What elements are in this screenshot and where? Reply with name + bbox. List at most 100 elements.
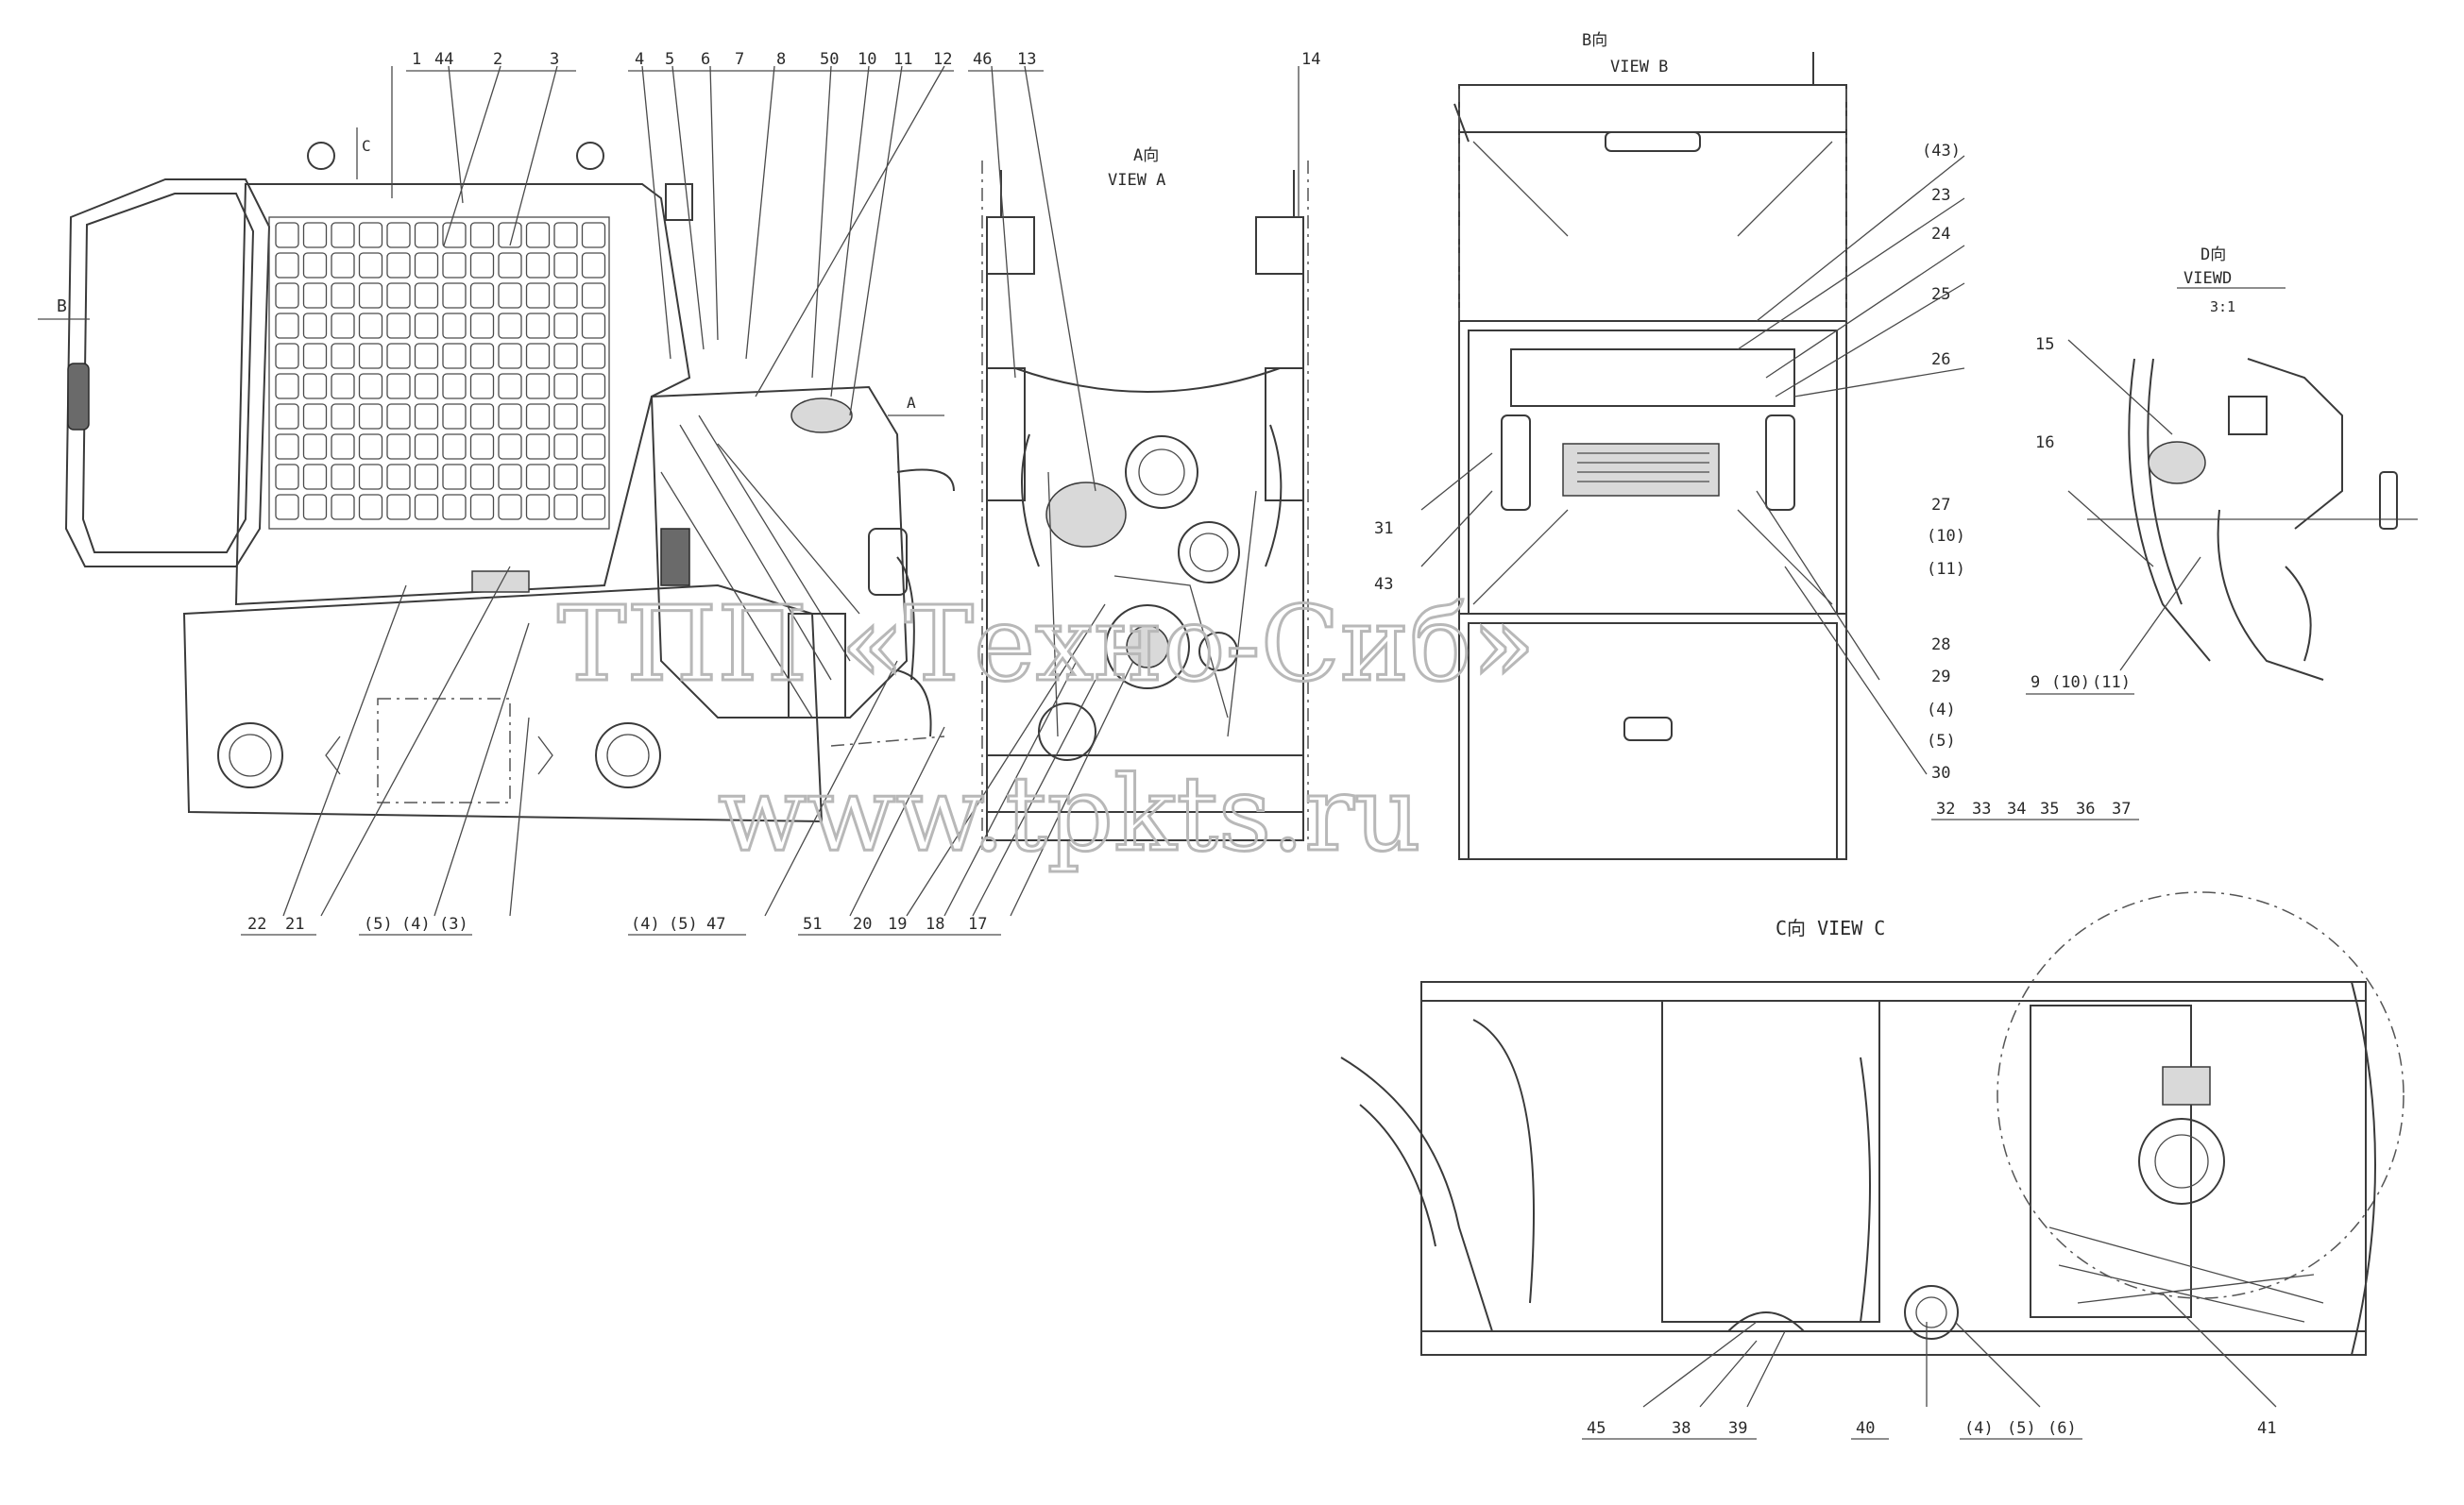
window-grid-cell — [553, 282, 578, 309]
callout-36: 36 — [2076, 800, 2095, 819]
window-grid-cell — [331, 403, 355, 430]
window-grid-cell — [275, 373, 299, 399]
window-grid-cell — [358, 282, 383, 309]
window-grid-cell — [386, 252, 411, 279]
callout-39: 39 — [1728, 1419, 1747, 1438]
window-grid-cell — [581, 494, 606, 520]
window-grid-cell — [469, 464, 495, 490]
view-a-title-en: VIEW A — [1108, 171, 1165, 190]
callout-3-paren-c: (3) — [439, 915, 468, 934]
window-grid-cell — [414, 222, 439, 248]
window-grid-cell — [498, 313, 522, 339]
window-grid-cell — [498, 403, 522, 430]
window-grid-cell — [302, 252, 328, 279]
window-grid-cell — [553, 252, 578, 279]
window-grid-cell — [275, 252, 299, 279]
view-marker-b: B — [57, 296, 67, 316]
window-grid-cell — [358, 252, 383, 279]
window-grid-cell — [302, 464, 328, 490]
callout-51: 51 — [803, 915, 822, 934]
window-grid-cell — [331, 373, 355, 399]
view-c-door — [1340, 1057, 1493, 1332]
window-grid-cell — [358, 343, 383, 369]
air-filter — [790, 397, 853, 433]
window-grid-cell — [581, 403, 606, 430]
view-d-hose — [2128, 358, 2211, 662]
callout-underlines — [241, 70, 2139, 1440]
callout-10-paren-d: (10) — [2051, 673, 2090, 692]
fuel-filter — [660, 528, 690, 586]
callout-18: 18 — [926, 915, 944, 934]
view-c-engine-bay — [2030, 1005, 2192, 1318]
axle-hub-front — [217, 722, 283, 788]
window-grid-cell — [302, 403, 328, 430]
window-grid-cell — [469, 343, 495, 369]
window-grid-cell — [331, 464, 355, 490]
window-grid-cell — [275, 403, 299, 430]
callout-35: 35 — [2040, 800, 2059, 819]
callout-5-paren-c: (5) — [364, 915, 393, 934]
window-grid-cell — [386, 222, 411, 248]
window-grid-cell — [525, 433, 551, 460]
view-d-title-cn: D向 — [2201, 245, 2226, 264]
door-handle — [67, 363, 90, 431]
callout-40: 40 — [1856, 1419, 1875, 1438]
engine-side — [650, 385, 955, 747]
window-grid-cell — [553, 403, 578, 430]
watermark-line1: ТПП «Техно-Сиб» — [557, 583, 1536, 704]
view-c-air-cleaner — [2138, 1118, 2225, 1205]
callout-27: 27 — [1931, 496, 1950, 515]
window-grid-cell — [331, 252, 355, 279]
window-grid-cell — [302, 373, 328, 399]
window-grid-cell — [498, 373, 522, 399]
callout-43-paren: (43) — [1922, 142, 1961, 161]
side-view — [64, 142, 955, 823]
view-c — [1340, 891, 2405, 1356]
callout-30: 30 — [1931, 764, 1950, 783]
view-marker-a: A — [907, 394, 916, 412]
lift-lug-right — [576, 142, 604, 170]
callout-5-paren-d: (5) — [669, 915, 698, 934]
callout-34: 34 — [2007, 800, 2026, 819]
window-grid-cell — [275, 433, 299, 460]
callout-31: 31 — [1374, 519, 1393, 538]
callout-5-paren-e: (5) — [2007, 1419, 2036, 1438]
window-grid-cell — [331, 433, 355, 460]
oil-filter — [868, 528, 908, 596]
callout-12: 12 — [933, 50, 952, 69]
window-grid-cell — [525, 313, 551, 339]
callout-29: 29 — [1931, 668, 1950, 686]
window-grid-cell — [469, 403, 495, 430]
cab-window-grid — [268, 216, 610, 530]
view-b-title-en: VIEW B — [1610, 58, 1668, 76]
lift-lug-left — [307, 142, 335, 170]
window-grid-cell — [581, 373, 606, 399]
window-grid-cell — [358, 403, 383, 430]
window-grid-cell — [358, 494, 383, 520]
callout-4-paren-b: (4) — [1927, 701, 1956, 719]
callout-3: 3 — [550, 50, 559, 69]
window-grid-cell — [414, 373, 439, 399]
window-grid-cell — [331, 313, 355, 339]
window-grid-cell — [525, 282, 551, 309]
callout-11-paren-d: (11) — [2092, 673, 2131, 692]
window-grid-cell — [442, 373, 467, 399]
window-grid-cell — [581, 282, 606, 309]
window-grid-cell — [275, 222, 299, 248]
cab-door-inner — [81, 193, 255, 553]
window-grid-cell — [581, 343, 606, 369]
callout-50: 50 — [820, 50, 839, 69]
callout-20: 20 — [853, 915, 872, 934]
window-grid-cell — [275, 313, 299, 339]
view-a-base — [986, 754, 1304, 813]
window-grid-cell — [386, 343, 411, 369]
callout-7: 7 — [735, 50, 744, 69]
window-grid-cell — [442, 252, 467, 279]
callout-19: 19 — [888, 915, 907, 934]
window-grid-cell — [553, 222, 578, 248]
window-grid-cell — [442, 343, 467, 369]
window-grid-cell — [275, 282, 299, 309]
callout-10: 10 — [858, 50, 876, 69]
